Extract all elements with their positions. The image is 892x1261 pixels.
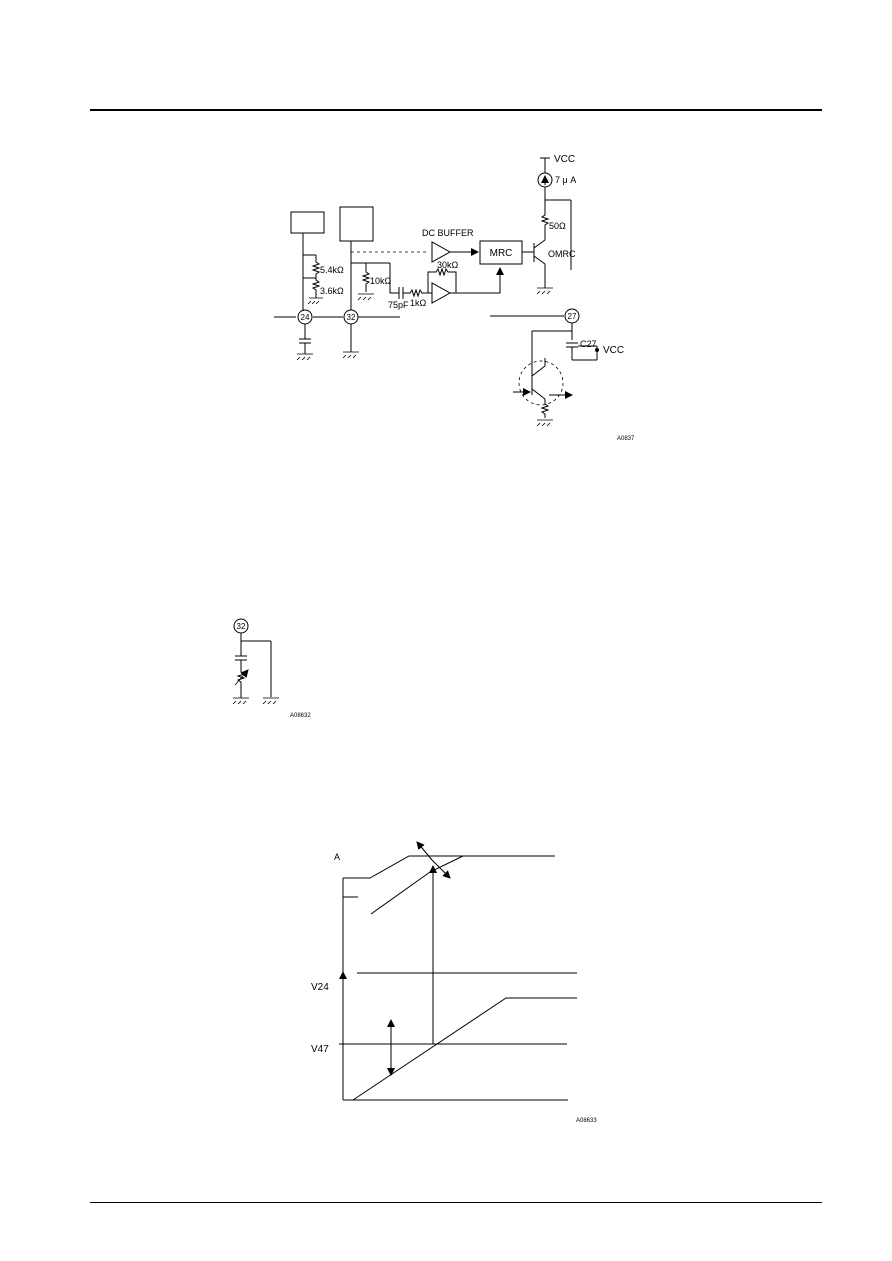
label-c27: C27 [580,339,597,349]
footer-rule [90,1202,822,1203]
resistor-50 [540,200,550,233]
mrc-circuit-diagram: 5.4kΩ 3.6kΩ 24 32 10kΩ 75pF 1kΩ D [274,154,635,442]
label-c-75pf: 75pF [388,300,409,310]
pin32-circuit-diagram: 32 A08632 [232,618,311,719]
capacitor-pin32 [235,655,247,661]
label-dc-buffer: DC BUFFER [422,228,474,238]
label-vcc-top: VCC [554,154,575,165]
label-r-10k: 10kΩ [370,276,392,286]
label-omrc: OMRC [548,249,576,259]
label-current-source: 7 μ A [555,175,576,185]
pin-24-label: 24 [301,313,310,322]
internal-transistor-boundary [518,360,564,406]
curve-upper-2 [343,855,464,915]
resistor-1k [403,288,428,298]
ground-icon [357,293,374,301]
capacitor-c27 [566,342,578,348]
ground-icon [232,697,249,705]
header-rule [90,109,822,111]
pin-27-label: 27 [568,312,577,321]
pin-32-label: 32 [347,313,356,322]
block-right [339,206,374,242]
ground-icon [262,697,279,705]
curve-upper [343,855,555,879]
capacitor-pin24 [299,338,311,344]
ground-icon [296,353,313,361]
ground-icon [307,297,323,305]
label-r-1k: 1kΩ [410,298,427,308]
transfer-graph: A V24 V47 A08633 [311,841,597,1124]
label-r-30k: 30kΩ [437,260,459,270]
resistor-30k [427,267,457,293]
mrc-block-label: MRC [490,248,513,259]
ramp-line [352,997,577,1101]
label-r-50: 50Ω [549,221,566,231]
label-v24: V24 [311,982,329,993]
ground-icon [342,351,359,359]
resistor-5-4k [311,255,321,296]
ground-icon [536,419,553,427]
figure-id-1: A0837 [617,436,635,442]
label-vcc-right: VCC [603,345,624,356]
resistor-emitter [540,403,550,418]
label-r-3-6k: 3.6kΩ [320,286,344,296]
feedback-amplifier [431,282,452,304]
block-left [290,211,325,234]
capacitor-75pf [398,287,404,299]
label-v47-group: V47 [311,1044,329,1055]
output-transistor [533,239,546,265]
dc-buffer-amplifier [431,241,452,263]
label-a: A [334,852,340,862]
label-v24-group: V24 [311,982,329,993]
ground-icon [536,287,553,295]
figure-id-3: A08633 [576,1118,597,1124]
label-r-5-4k: 5.4kΩ [320,265,344,275]
label-v47: V47 [311,1044,329,1055]
resistor-10k [361,263,371,292]
pin-32-label-2: 32 [237,622,246,631]
figure-id-2: A08632 [290,713,311,719]
